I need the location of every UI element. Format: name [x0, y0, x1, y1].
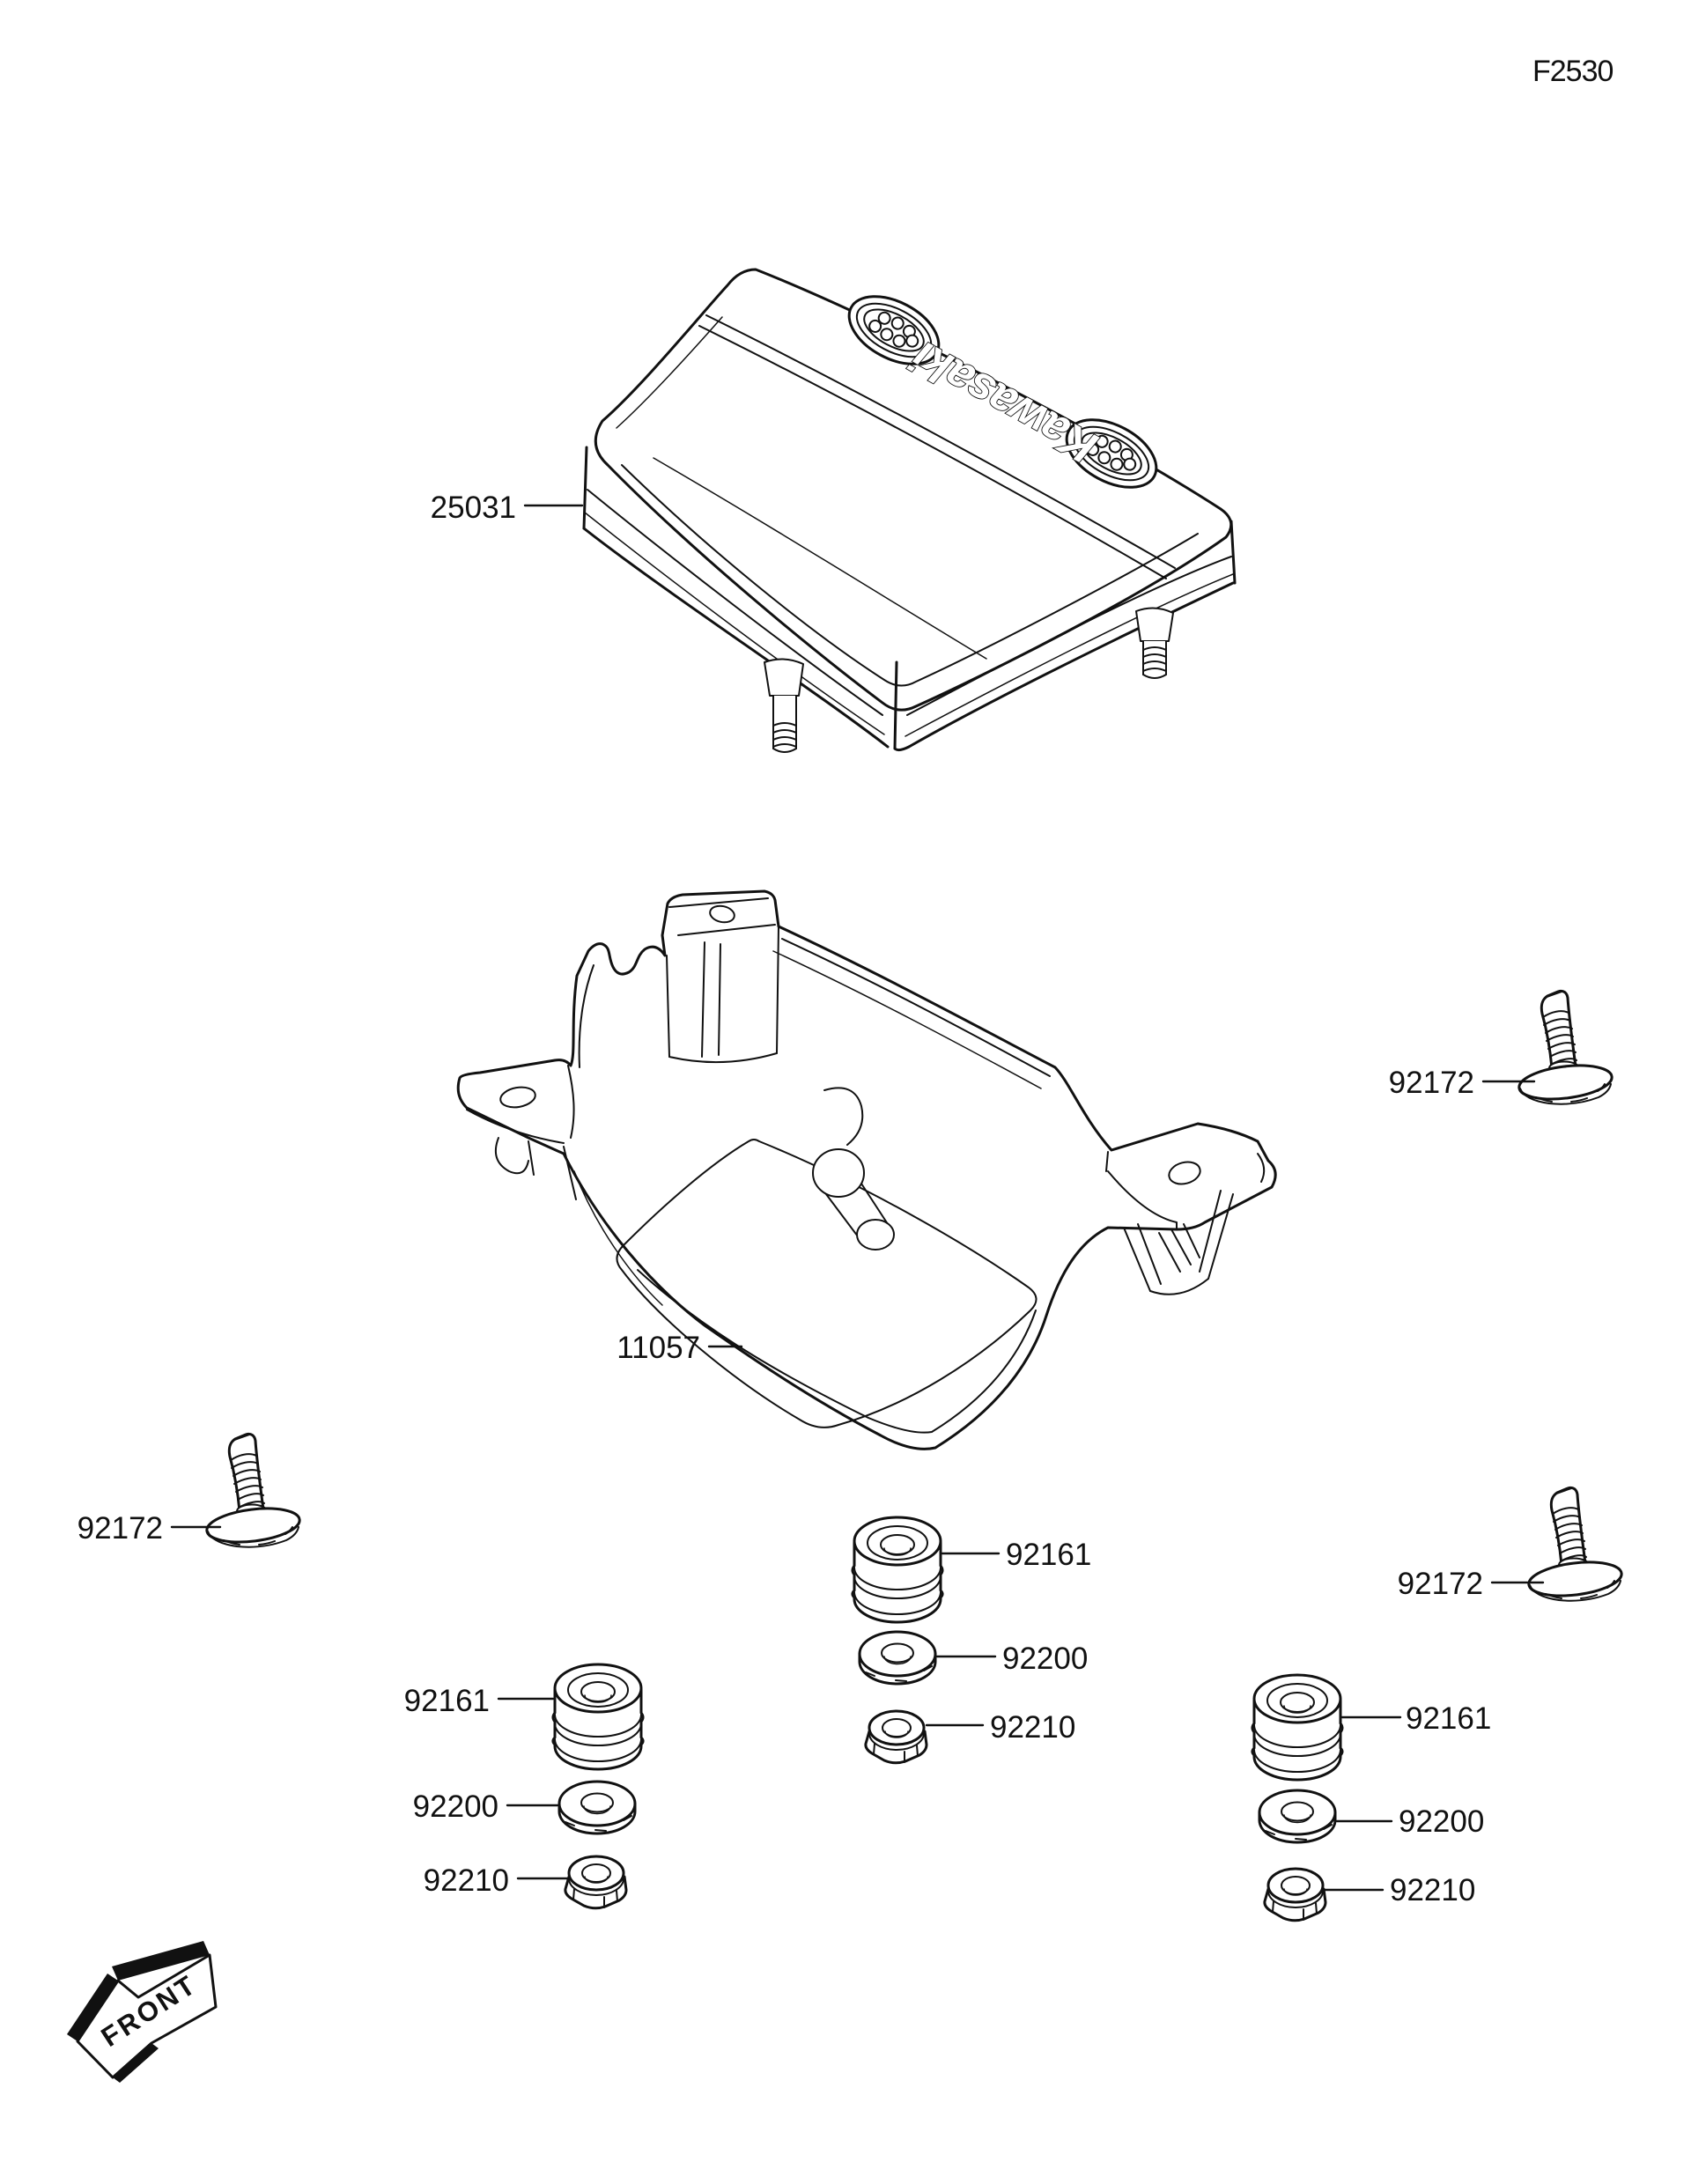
- washer-part-left: [558, 1780, 637, 1835]
- damper-part-left: [551, 1663, 645, 1771]
- part-label-screw: 92172: [1398, 1567, 1483, 1601]
- meter-cover-part: Kawasaki: [582, 268, 1237, 753]
- nut-part-left: [564, 1855, 628, 1910]
- part-label-damper: 92161: [404, 1684, 490, 1718]
- part-label-nut: 92210: [1390, 1873, 1475, 1907]
- part-label-damper: 92161: [1006, 1538, 1091, 1572]
- bracket-keyhole-cutout: [812, 1148, 895, 1251]
- part-label-meter-cover: 25031: [431, 491, 516, 525]
- bracket-hole: [499, 1086, 536, 1109]
- screw-part-top-right: [1516, 989, 1615, 1106]
- bracket-hole: [1168, 1161, 1201, 1185]
- meter-bracket-part: [456, 889, 1277, 1450]
- part-label-bracket: 11057: [617, 1331, 700, 1365]
- part-label-washer: 92200: [1399, 1804, 1484, 1839]
- damper-part-center: [851, 1516, 944, 1624]
- damper-part-right: [1251, 1673, 1344, 1782]
- part-label-screw: 92172: [78, 1511, 163, 1546]
- bracket-hole: [709, 904, 735, 924]
- part-label-screw: 92172: [1389, 1066, 1474, 1100]
- page-code: F2530: [1532, 55, 1613, 88]
- part-label-nut: 92210: [424, 1863, 509, 1898]
- nut-part-center: [864, 1709, 928, 1765]
- washer-part-center: [858, 1630, 937, 1686]
- part-label-washer: 92200: [413, 1789, 498, 1824]
- part-label-washer: 92200: [1002, 1642, 1088, 1676]
- screw-part-left: [203, 1432, 303, 1549]
- screw-part-bottom-right: [1525, 1486, 1625, 1603]
- nut-part-right: [1263, 1867, 1327, 1922]
- part-label-nut: 92210: [990, 1710, 1075, 1745]
- part-label-damper: 92161: [1406, 1701, 1491, 1736]
- meter-stud: [764, 658, 804, 753]
- front-direction-arrow: FRONT: [67, 1941, 218, 2083]
- washer-part-right: [1258, 1789, 1337, 1844]
- meter-stud: [1135, 607, 1174, 679]
